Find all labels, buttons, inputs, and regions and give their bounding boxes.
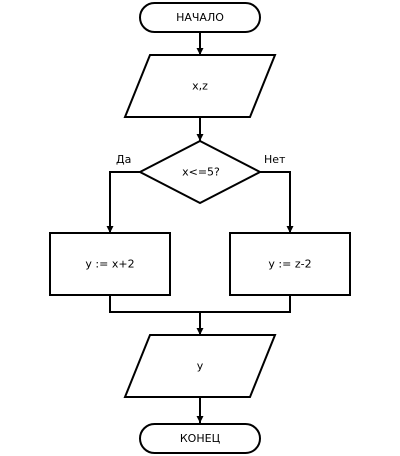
start-label: НАЧАЛО [176,11,224,24]
connector-merge [109,295,291,313]
process-yes-block [49,232,171,296]
end-terminator [139,423,261,454]
branch-yes-label: Да [116,153,131,166]
process-no-block [229,232,351,296]
output-block [123,334,277,398]
input-label: x,z [192,80,208,93]
condition-block [137,139,263,205]
start-terminator [139,2,261,33]
branch-no-label: Нет [264,153,286,166]
end-label: КОНЕЦ [180,432,221,445]
input-block [123,54,277,118]
output-label: y [197,360,204,373]
process-yes-label: y := x+2 [85,258,134,271]
process-no-label: y := z-2 [268,258,311,271]
connector-no-branch [260,171,294,233]
condition-label: x<=5? [182,166,220,179]
connector-yes-branch [106,171,140,233]
